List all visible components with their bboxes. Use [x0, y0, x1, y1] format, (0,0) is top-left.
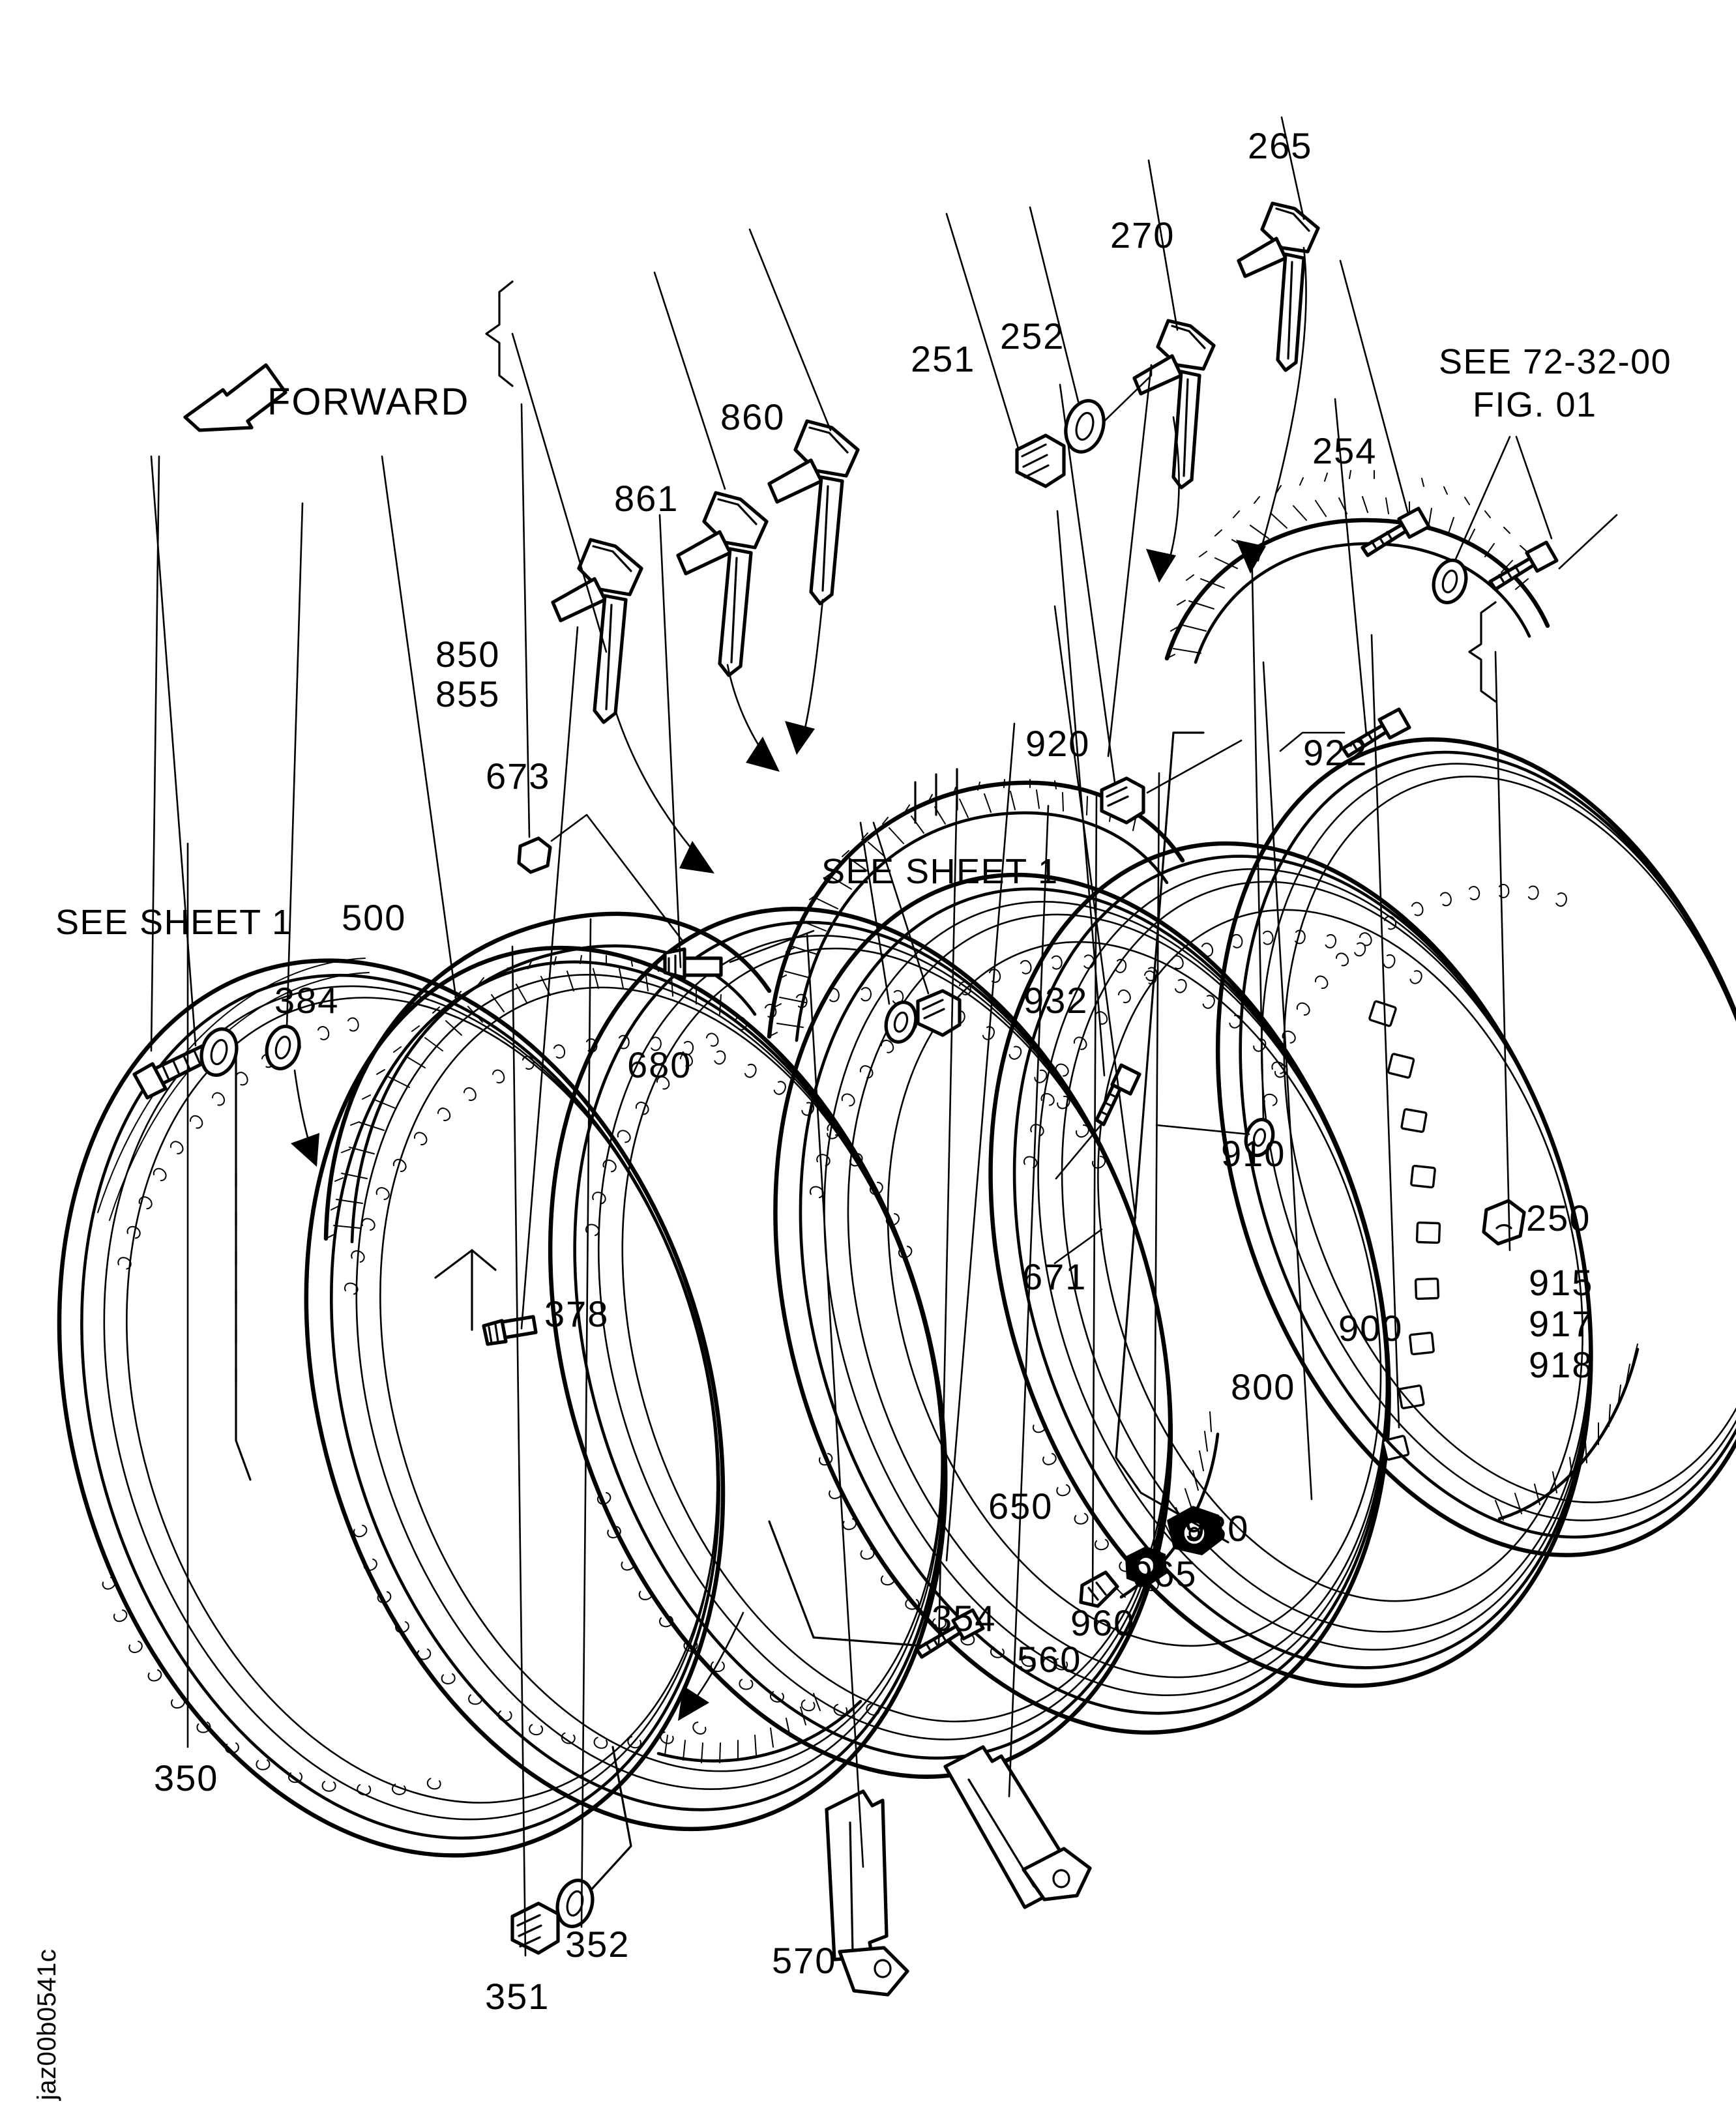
part-270-vane	[1132, 319, 1216, 490]
callout-265: 265	[1248, 125, 1313, 166]
callout-351: 351	[485, 1976, 550, 2017]
callout-855: 855	[435, 673, 501, 714]
ring-500	[304, 911, 948, 1832]
part-570-bracket	[825, 1789, 909, 1997]
part-384-washer	[265, 1024, 301, 1071]
ring-250	[1164, 470, 1736, 1557]
part-861-vane	[676, 491, 769, 677]
callout-560: 560	[1017, 1639, 1082, 1680]
ring-900-910	[988, 841, 1593, 1688]
callout-671: 671	[1022, 1256, 1087, 1297]
ring-350	[57, 958, 726, 1858]
callout-965: 965	[1132, 1553, 1198, 1594]
part-922-bolt	[1341, 707, 1411, 758]
part-351-nut	[510, 1901, 560, 1955]
forward-label: FORWARD	[267, 381, 470, 423]
left-bolt	[132, 1042, 214, 1100]
callout-930: 930	[1184, 1508, 1250, 1549]
part-680-bolt	[663, 947, 723, 980]
callout-570: 570	[772, 1940, 837, 1981]
see-reference-line1: SEE 72-32-00	[1439, 342, 1672, 381]
callout-500: 500	[342, 897, 407, 938]
part-252-washer	[1064, 399, 1106, 454]
callout-350: 350	[154, 1757, 219, 1798]
callout-960: 960	[1070, 1602, 1136, 1643]
center-washer	[884, 1000, 918, 1044]
see-sheet-1-left: SEE SHEET 1	[55, 903, 293, 942]
part-915-917-918-clip	[1482, 1199, 1526, 1246]
callout-900: 900	[1338, 1308, 1404, 1349]
leader-lines	[150, 116, 1618, 1957]
part-850-855-vane	[551, 538, 643, 724]
part-960-bolt	[1079, 1570, 1119, 1608]
callout-673: 673	[486, 755, 551, 797]
callout-910: 910	[1221, 1133, 1286, 1174]
callout-250: 250	[1526, 1197, 1591, 1239]
forward-arrow-icon	[183, 363, 287, 432]
see-sheet-1-center: SEE SHEET 1	[821, 852, 1059, 891]
callout-915: 915	[1529, 1262, 1594, 1303]
callout-251: 251	[911, 338, 976, 379]
callout-918: 918	[1529, 1344, 1594, 1385]
callout-932: 932	[1023, 980, 1089, 1021]
see-reference-line2: FIG. 01	[1473, 385, 1597, 424]
callout-252: 252	[1000, 315, 1065, 357]
callout-922: 922	[1303, 732, 1368, 773]
callout-650: 650	[988, 1486, 1053, 1527]
ring-671-650	[767, 779, 1391, 1735]
part-860-vane	[767, 419, 860, 606]
callout-860: 860	[720, 396, 786, 437]
callout-800: 800	[1231, 1366, 1296, 1407]
callout-384: 384	[274, 980, 340, 1021]
part-254-washer	[1432, 558, 1468, 605]
part-560-bracket	[943, 1745, 1092, 1909]
callout-850: 850	[435, 634, 501, 675]
drawing-id: jaz00b0541c	[33, 1948, 61, 2100]
callout-254: 254	[1312, 430, 1377, 471]
part-251-nut	[1015, 433, 1066, 488]
part-920-nut	[1100, 776, 1145, 825]
left-washer	[199, 1027, 239, 1077]
part-265-vane	[1237, 201, 1320, 372]
callout-270: 270	[1110, 214, 1175, 256]
part-254-bolt-a	[1361, 506, 1431, 557]
callout-354: 354	[932, 1598, 997, 1639]
callout-917: 917	[1529, 1303, 1594, 1344]
part-673-bushing	[517, 836, 552, 874]
callout-352: 352	[565, 1924, 630, 1965]
callout-680: 680	[627, 1044, 692, 1085]
callout-861: 861	[614, 478, 679, 519]
callout-378: 378	[544, 1293, 610, 1334]
part-378-bolt	[482, 1315, 538, 1346]
center-nut	[916, 989, 962, 1037]
callout-920: 920	[1025, 723, 1091, 764]
part-254-bolt-b	[1488, 540, 1559, 591]
part-932-bolt	[1095, 1063, 1141, 1126]
